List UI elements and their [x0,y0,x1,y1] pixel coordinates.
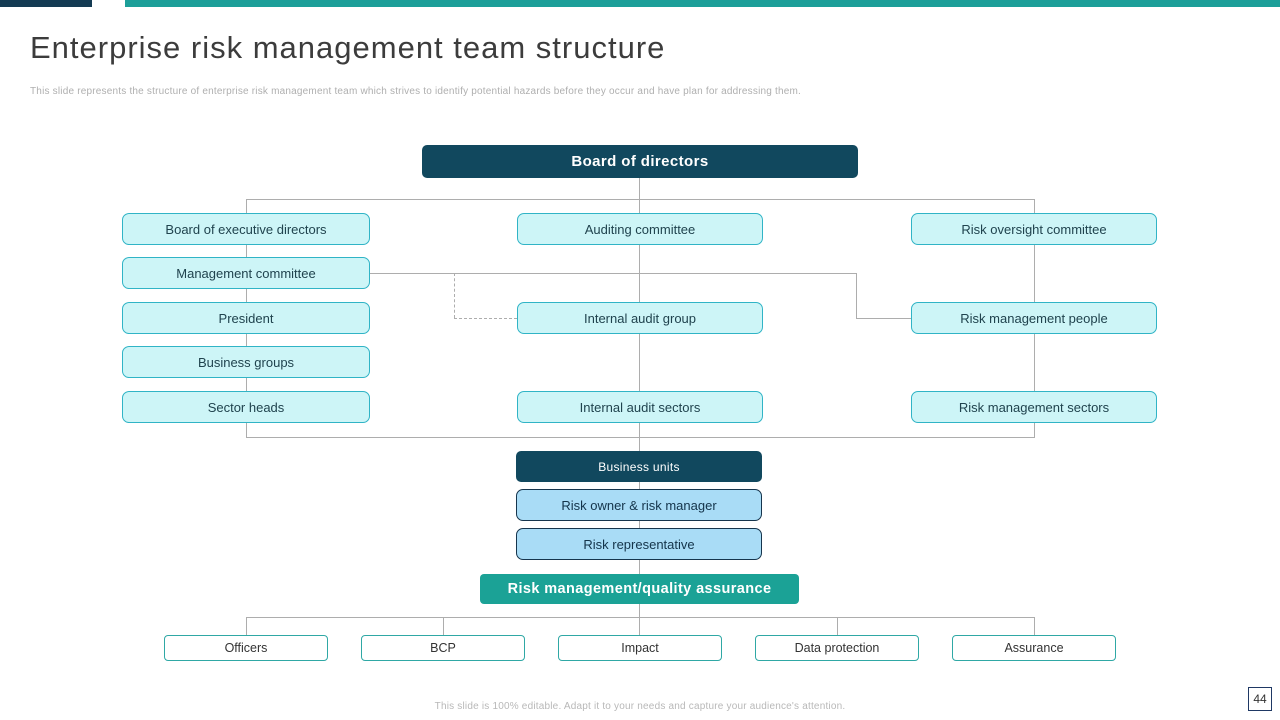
org-node-business-groups: Business groups [122,346,370,378]
org-node-risk-oversight-committee: Risk oversight committee [911,213,1157,245]
org-node-president: President [122,302,370,334]
org-node-risk-owner-risk-manager: Risk owner & risk manager [516,489,762,521]
connector-line [246,245,247,437]
org-node-sector-heads: Sector heads [122,391,370,423]
connector-line [246,199,1035,200]
footer-note: This slide is 100% editable. Adapt it to… [434,701,846,712]
connector-line-dashed [454,273,455,318]
org-node-risk-management-quality-assurance: Risk management/quality assurance [480,574,799,604]
connector-line [443,617,444,635]
connector-line [1034,199,1035,213]
org-node-data-protection: Data protection [755,635,919,661]
page-number-badge: 44 [1248,687,1272,711]
accent-bar-navy [0,0,92,7]
org-node-risk-management-people: Risk management people [911,302,1157,334]
org-node-bcp: BCP [361,635,525,661]
org-node-business-units: Business units [516,451,762,482]
org-node-assurance: Assurance [952,635,1116,661]
connector-line [856,318,911,319]
org-node-risk-management-sectors: Risk management sectors [911,391,1157,423]
connector-line [246,437,1035,438]
org-node-officers: Officers [164,635,328,661]
connector-line-dashed [454,318,517,319]
connector-line [246,617,247,635]
connector-line [246,617,1035,618]
connector-line [837,617,838,635]
page-title: Enterprise risk management team structur… [30,30,666,65]
connector-line [1034,245,1035,437]
org-node-risk-representative: Risk representative [516,528,762,560]
connector-line [639,245,640,437]
org-node-management-committee: Management committee [122,257,370,289]
connector-line [639,617,640,635]
connector-line [1034,617,1035,635]
connector-line [639,199,640,213]
connector-line [370,273,856,274]
org-node-internal-audit-group: Internal audit group [517,302,763,334]
page-subtitle: This slide represents the structure of e… [30,86,801,97]
connector-line [246,199,247,213]
accent-bar-teal [125,0,1280,7]
connector-line [639,604,640,617]
org-node-internal-audit-sectors: Internal audit sectors [517,391,763,423]
connector-line [856,273,857,318]
org-node-board-of-directors: Board of directors [422,145,858,178]
org-node-impact: Impact [558,635,722,661]
org-node-board-of-executive-directors: Board of executive directors [122,213,370,245]
org-node-auditing-committee: Auditing committee [517,213,763,245]
connector-line [639,178,640,199]
